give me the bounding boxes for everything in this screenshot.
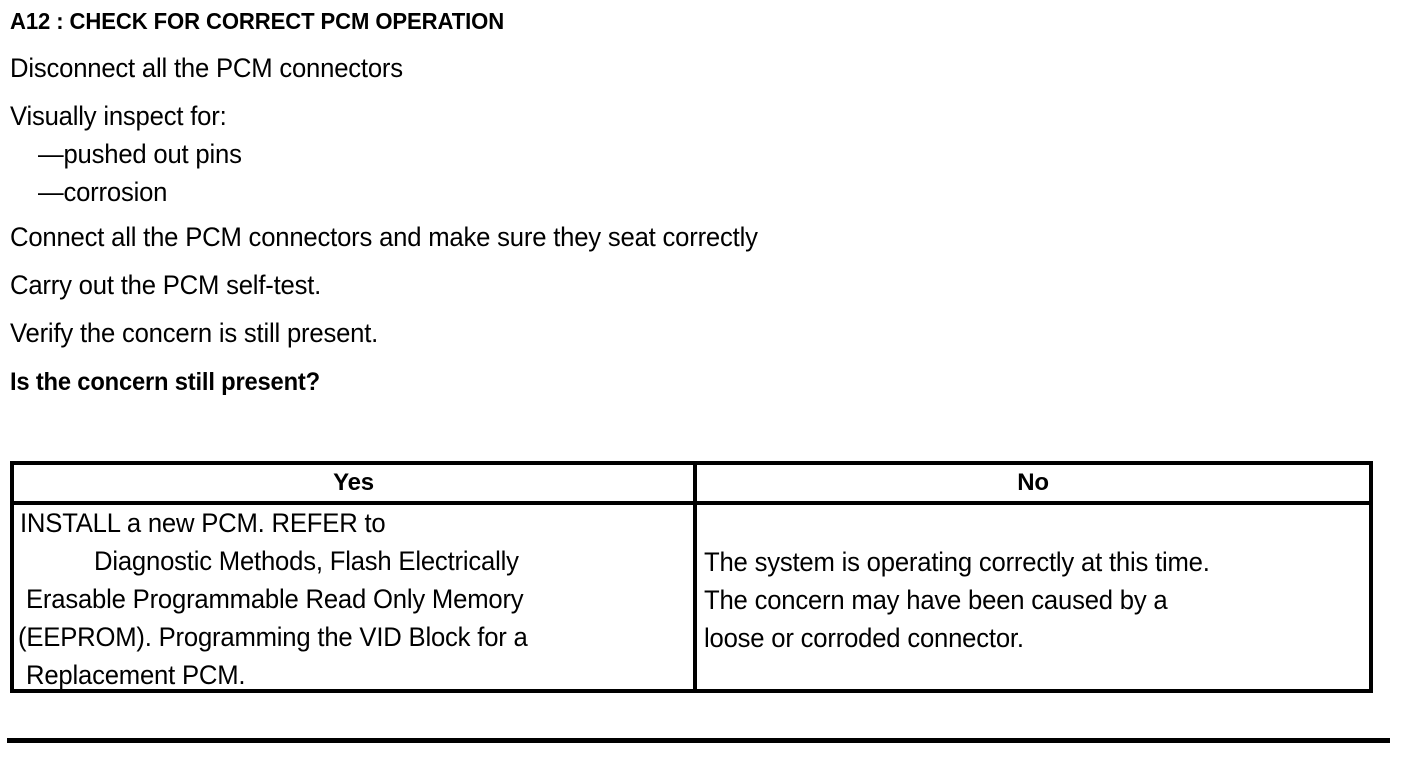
procedure-bullet-pushed-out-pins: —pushed out pins <box>38 139 242 169</box>
procedure-bullet-corrosion: —corrosion <box>38 177 168 207</box>
procedure-line-connect-connectors: Connect all the PCM connectors and make … <box>10 222 758 252</box>
procedure-line-verify-concern: Verify the concern is still present. <box>10 318 379 348</box>
yes-cell-line: Replacement PCM. <box>26 660 246 690</box>
page-bottom-rule <box>7 738 1390 743</box>
no-cell-line: The system is operating correctly at thi… <box>704 547 1210 577</box>
page-title: A12 : CHECK FOR CORRECT PCM OPERATION <box>10 8 505 34</box>
procedure-line-carry-out-self-test: Carry out the PCM self-test. <box>10 270 322 300</box>
table-header-row: Yes No <box>14 465 1369 505</box>
table-header-yes: Yes <box>333 469 374 496</box>
table-cell-no: The system is operating correctly at thi… <box>697 505 1369 689</box>
yes-cell-line: (EEPROM). Programming the VID Block for … <box>18 622 528 652</box>
table-header-no: No <box>1017 469 1049 496</box>
yes-cell-line: Erasable Programmable Read Only Memory <box>26 584 524 614</box>
procedure-line-disconnect-connectors: Disconnect all the PCM connectors <box>10 53 403 83</box>
procedure-question: Is the concern still present? <box>10 368 320 396</box>
yes-cell-line: INSTALL a new PCM. REFER to <box>20 508 386 538</box>
yes-cell-line: Diagnostic Methods, Flash Electrically <box>94 546 519 576</box>
decision-table: Yes No INSTALL a new PCM. REFER to Diagn… <box>10 461 1373 693</box>
no-cell-line: loose or corroded connector. <box>704 623 1024 653</box>
table-cell-yes: INSTALL a new PCM. REFER to Diagnostic M… <box>14 505 693 690</box>
procedure-line-visually-inspect: Visually inspect for: <box>10 101 227 131</box>
no-cell-line: The concern may have been caused by a <box>704 585 1168 615</box>
table-column-divider <box>693 465 697 689</box>
